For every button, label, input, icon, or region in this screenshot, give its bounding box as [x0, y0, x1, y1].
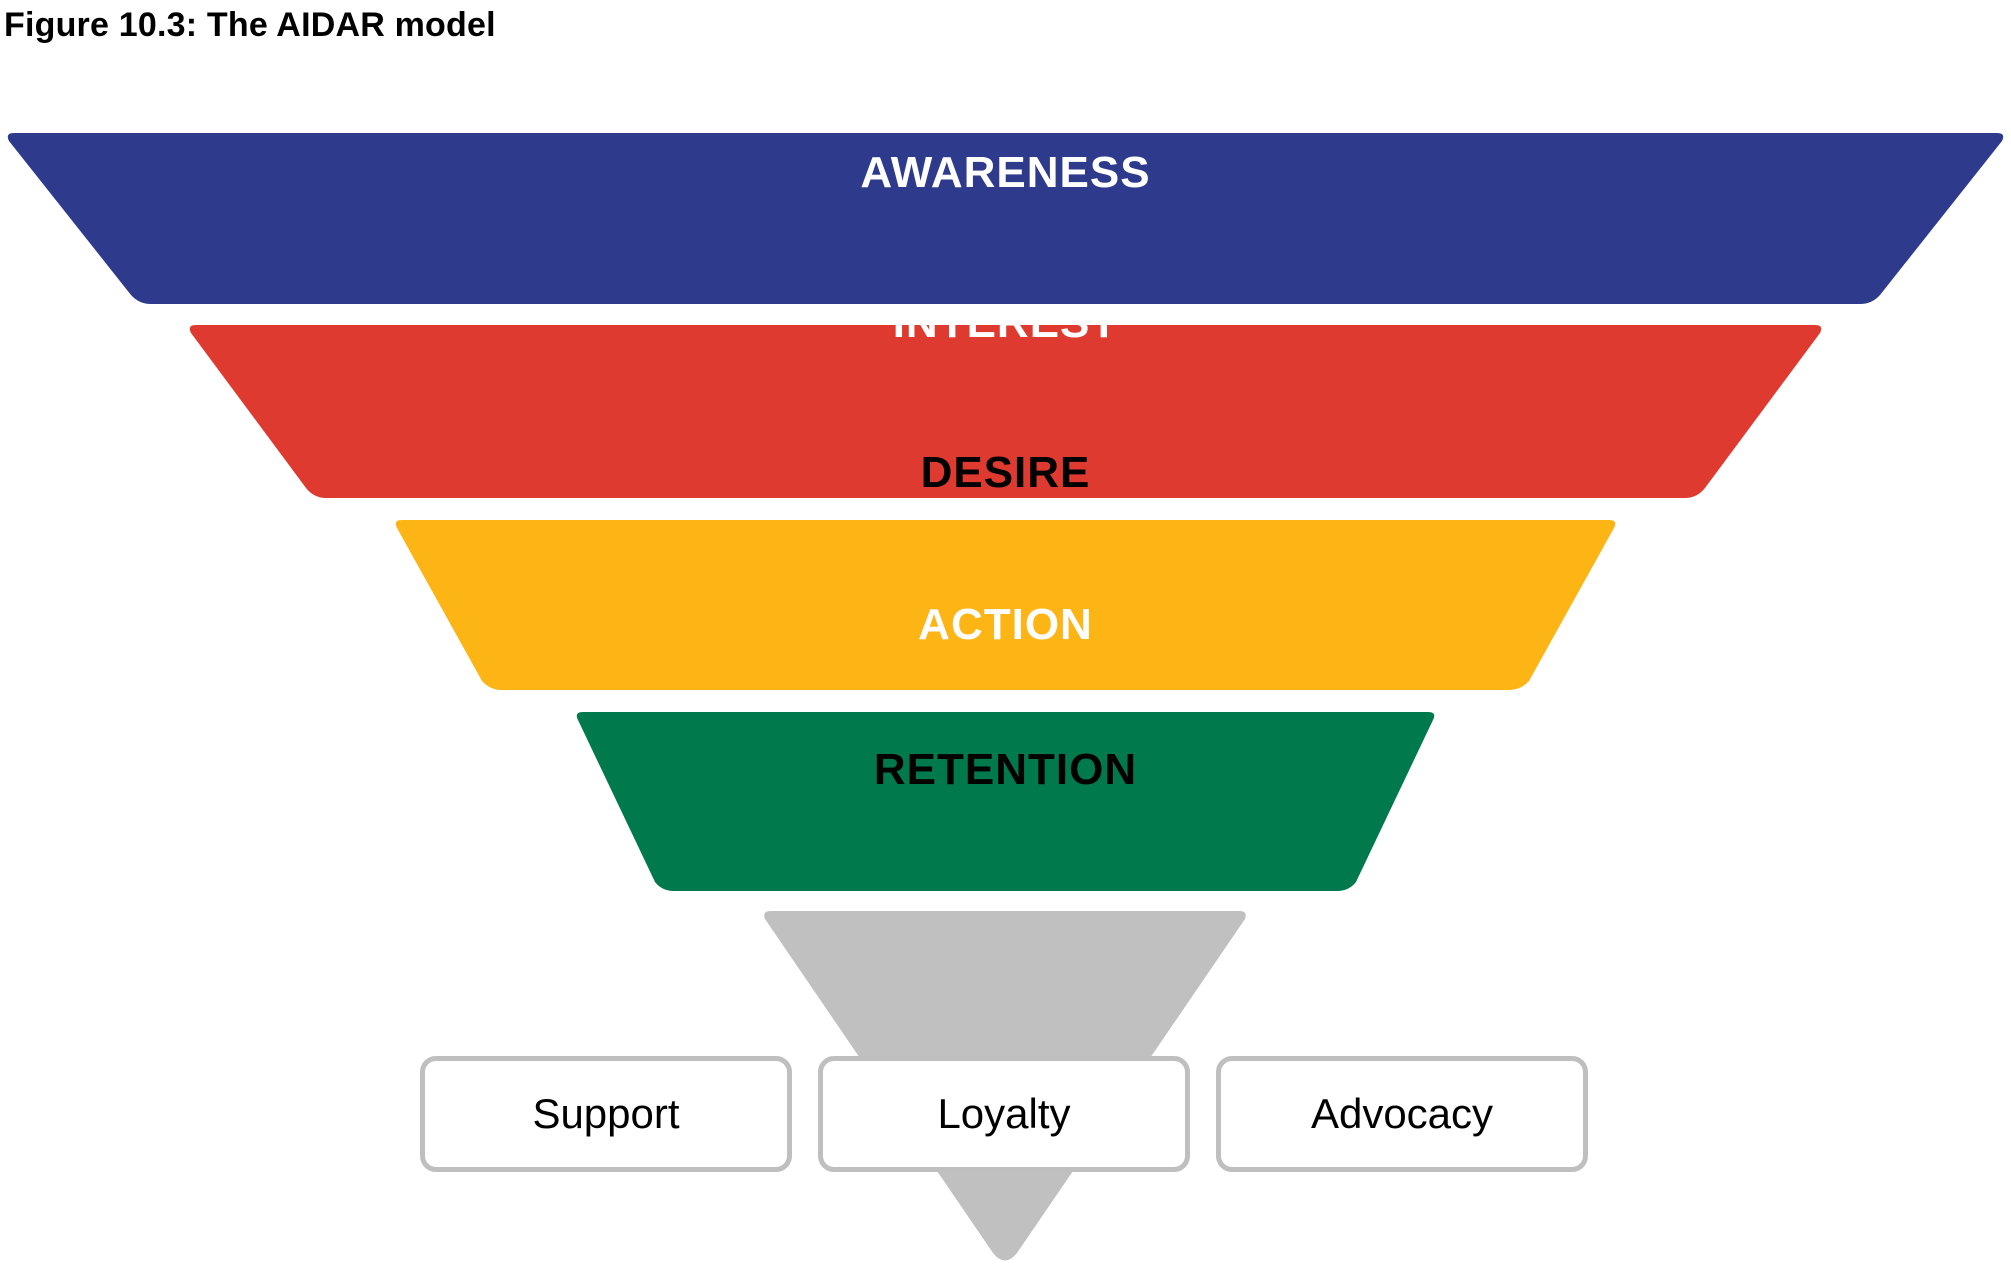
outcome-label-support: Support: [532, 1090, 680, 1137]
funnel-stage-desire[interactable]: [395, 520, 1616, 690]
outcome-label-advocacy: Advocacy: [1310, 1090, 1494, 1137]
outcome-box-loyalty[interactable]: Loyalty: [818, 1056, 1190, 1172]
page-title: Figure 10.3: The AIDAR model: [4, 6, 496, 44]
outcome-box-advocacy[interactable]: Advocacy: [1216, 1056, 1588, 1172]
outcome-box-support[interactable]: Support: [420, 1056, 792, 1172]
outcome-box-row: Support Loyalty Advocacy: [0, 1056, 2011, 1172]
funnel-stage-action[interactable]: [576, 712, 1435, 891]
funnel-stage-interest[interactable]: [189, 325, 1822, 498]
outcome-label-loyalty: Loyalty: [937, 1090, 1071, 1137]
funnel-stage-awareness[interactable]: [7, 133, 2004, 304]
